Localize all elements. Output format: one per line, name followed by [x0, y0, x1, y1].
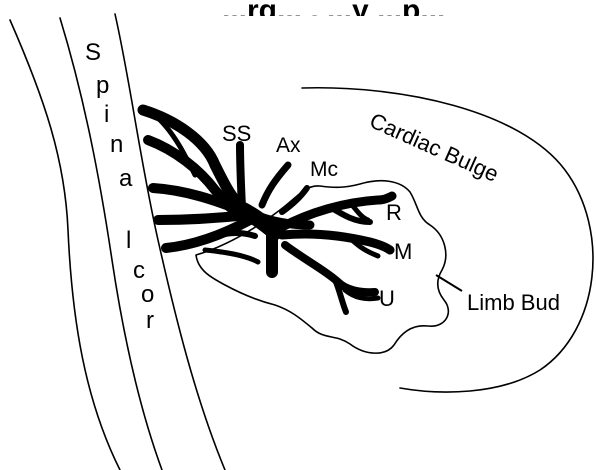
title-fragment-text: ...rg... , ...y ...p... [222, 0, 445, 27]
ss-nerve [240, 145, 242, 208]
ax-label: Ax [276, 134, 301, 157]
cardiac-bulge-label: Cardiac Bulge [366, 108, 502, 187]
mc-label: Mc [310, 158, 338, 181]
spinal-nerve-root [158, 215, 248, 220]
inner-branch [205, 250, 258, 262]
m-label: M [394, 239, 412, 264]
spinal-cord-letter: o [141, 281, 154, 308]
spinal-cord-letter: a [119, 165, 133, 192]
spinal-cord-letter: r [146, 307, 154, 334]
u-nerve [285, 245, 375, 292]
spinal-cord-label: S p i n a l c o r [85, 39, 154, 334]
mc-nerve [282, 188, 307, 212]
cardiac-bulge-label-group: Cardiac Bulge [366, 108, 502, 187]
limb-bud-leader-line [436, 275, 462, 291]
limb-bud-label: Limb Bud [467, 290, 560, 315]
title-fragment: ...rg... , ...y ...p... [222, 0, 445, 27]
spinal-cord-inner-edge-left [60, 18, 162, 470]
inner-branch [212, 233, 255, 237]
spinal-cord-letter: c [133, 257, 145, 284]
ss-label: SS [222, 121, 251, 146]
r-label: R [386, 200, 402, 225]
u-label: U [379, 286, 395, 311]
nerve-plexus [143, 110, 392, 312]
spinal-cord-letter: i [104, 101, 109, 128]
spinal-cord-letter: p [96, 72, 109, 99]
spinal-cord-letter: l [126, 227, 131, 254]
spinal-cord-letter: n [110, 131, 123, 158]
m-nerve [282, 234, 390, 250]
spinal-cord-letter: S [85, 39, 101, 66]
ax-nerve [262, 165, 288, 205]
